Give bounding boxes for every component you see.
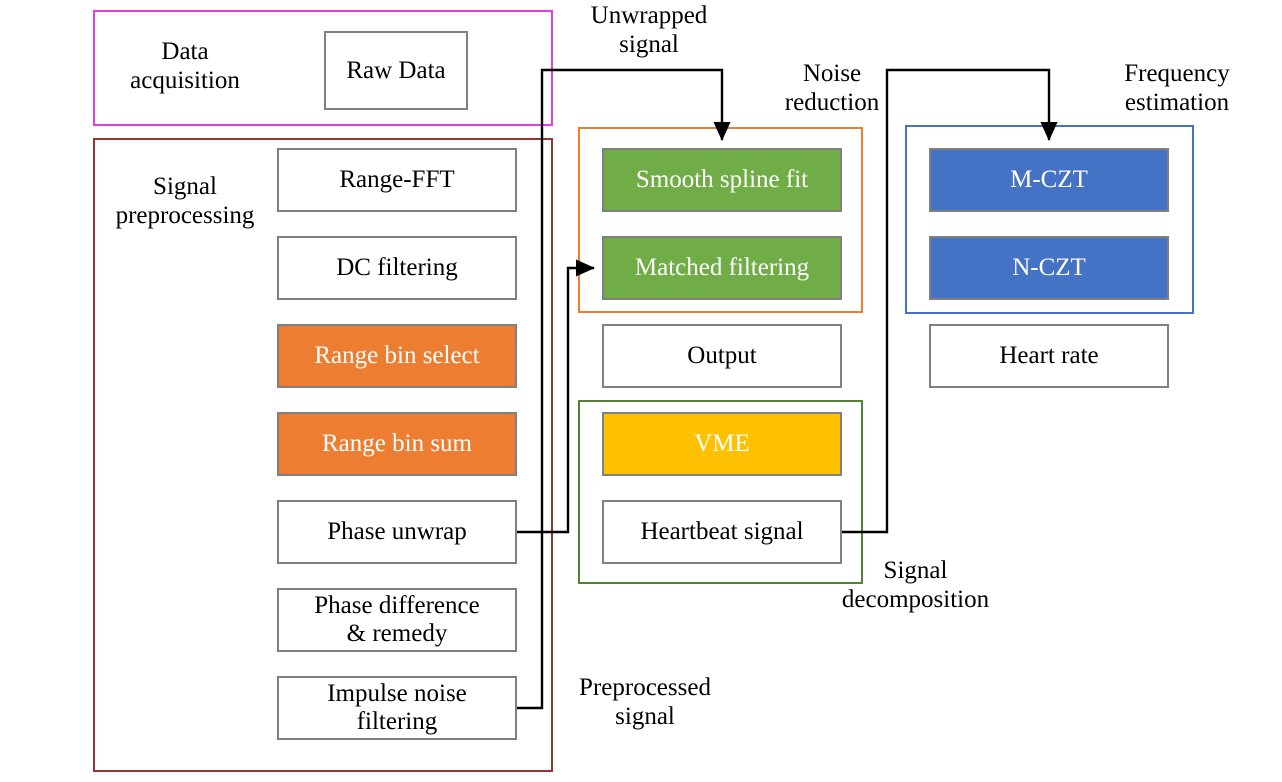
node-heartbeat-signal[interactable]: Heartbeat signal (602, 500, 842, 564)
node-range-bin-sum[interactable]: Range bin sum (277, 412, 517, 476)
group-label-noise-reduction: Noise reduction (784, 60, 880, 116)
edge-label-unwrapped-signal: Unwrapped signal (590, 2, 708, 58)
node-range-fft[interactable]: Range-FFT (277, 148, 517, 212)
node-m-czt[interactable]: M-CZT (929, 148, 1169, 212)
group-label-frequency-estimation: Frequency estimation (1124, 60, 1230, 116)
node-dc-filtering[interactable]: DC filtering (277, 236, 517, 300)
node-heart-rate[interactable]: Heart rate (929, 324, 1169, 388)
node-output[interactable]: Output (602, 324, 842, 388)
node-vme[interactable]: VME (602, 412, 842, 476)
node-matched-filtering[interactable]: Matched filtering (602, 236, 842, 300)
group-signal-preprocessing (93, 138, 553, 772)
group-data-acquisition (93, 10, 553, 126)
group-label-signal-preprocessing: Signal preprocessing (115, 173, 255, 229)
edge-heartbeat-signal-to-m-czt (842, 68, 1058, 534)
edge-label-preprocessed-signal: Preprocessed signal (579, 674, 711, 730)
node-range-bin-select[interactable]: Range bin select (277, 324, 517, 388)
group-label-signal-decomposition: Signal decomposition (841, 557, 990, 613)
node-smooth-spline-fit[interactable]: Smooth spline fit (602, 148, 842, 212)
node-phase-unwrap[interactable]: Phase unwrap (277, 500, 517, 564)
group-label-data-acquisition: Data acquisition (130, 38, 240, 94)
node-phase-difference-remedy[interactable]: Phase difference & remedy (277, 588, 517, 652)
edge-phase-unwrap-to-matched-filtering (517, 259, 595, 534)
edge-impulse-noise-to-smooth-spline-fit (517, 68, 731, 710)
node-n-czt[interactable]: N-CZT (929, 236, 1169, 300)
node-raw-data[interactable]: Raw Data (324, 31, 468, 110)
node-impulse-noise-filtering[interactable]: Impulse noise filtering (277, 676, 517, 740)
group-signal-decomposition (578, 400, 863, 584)
